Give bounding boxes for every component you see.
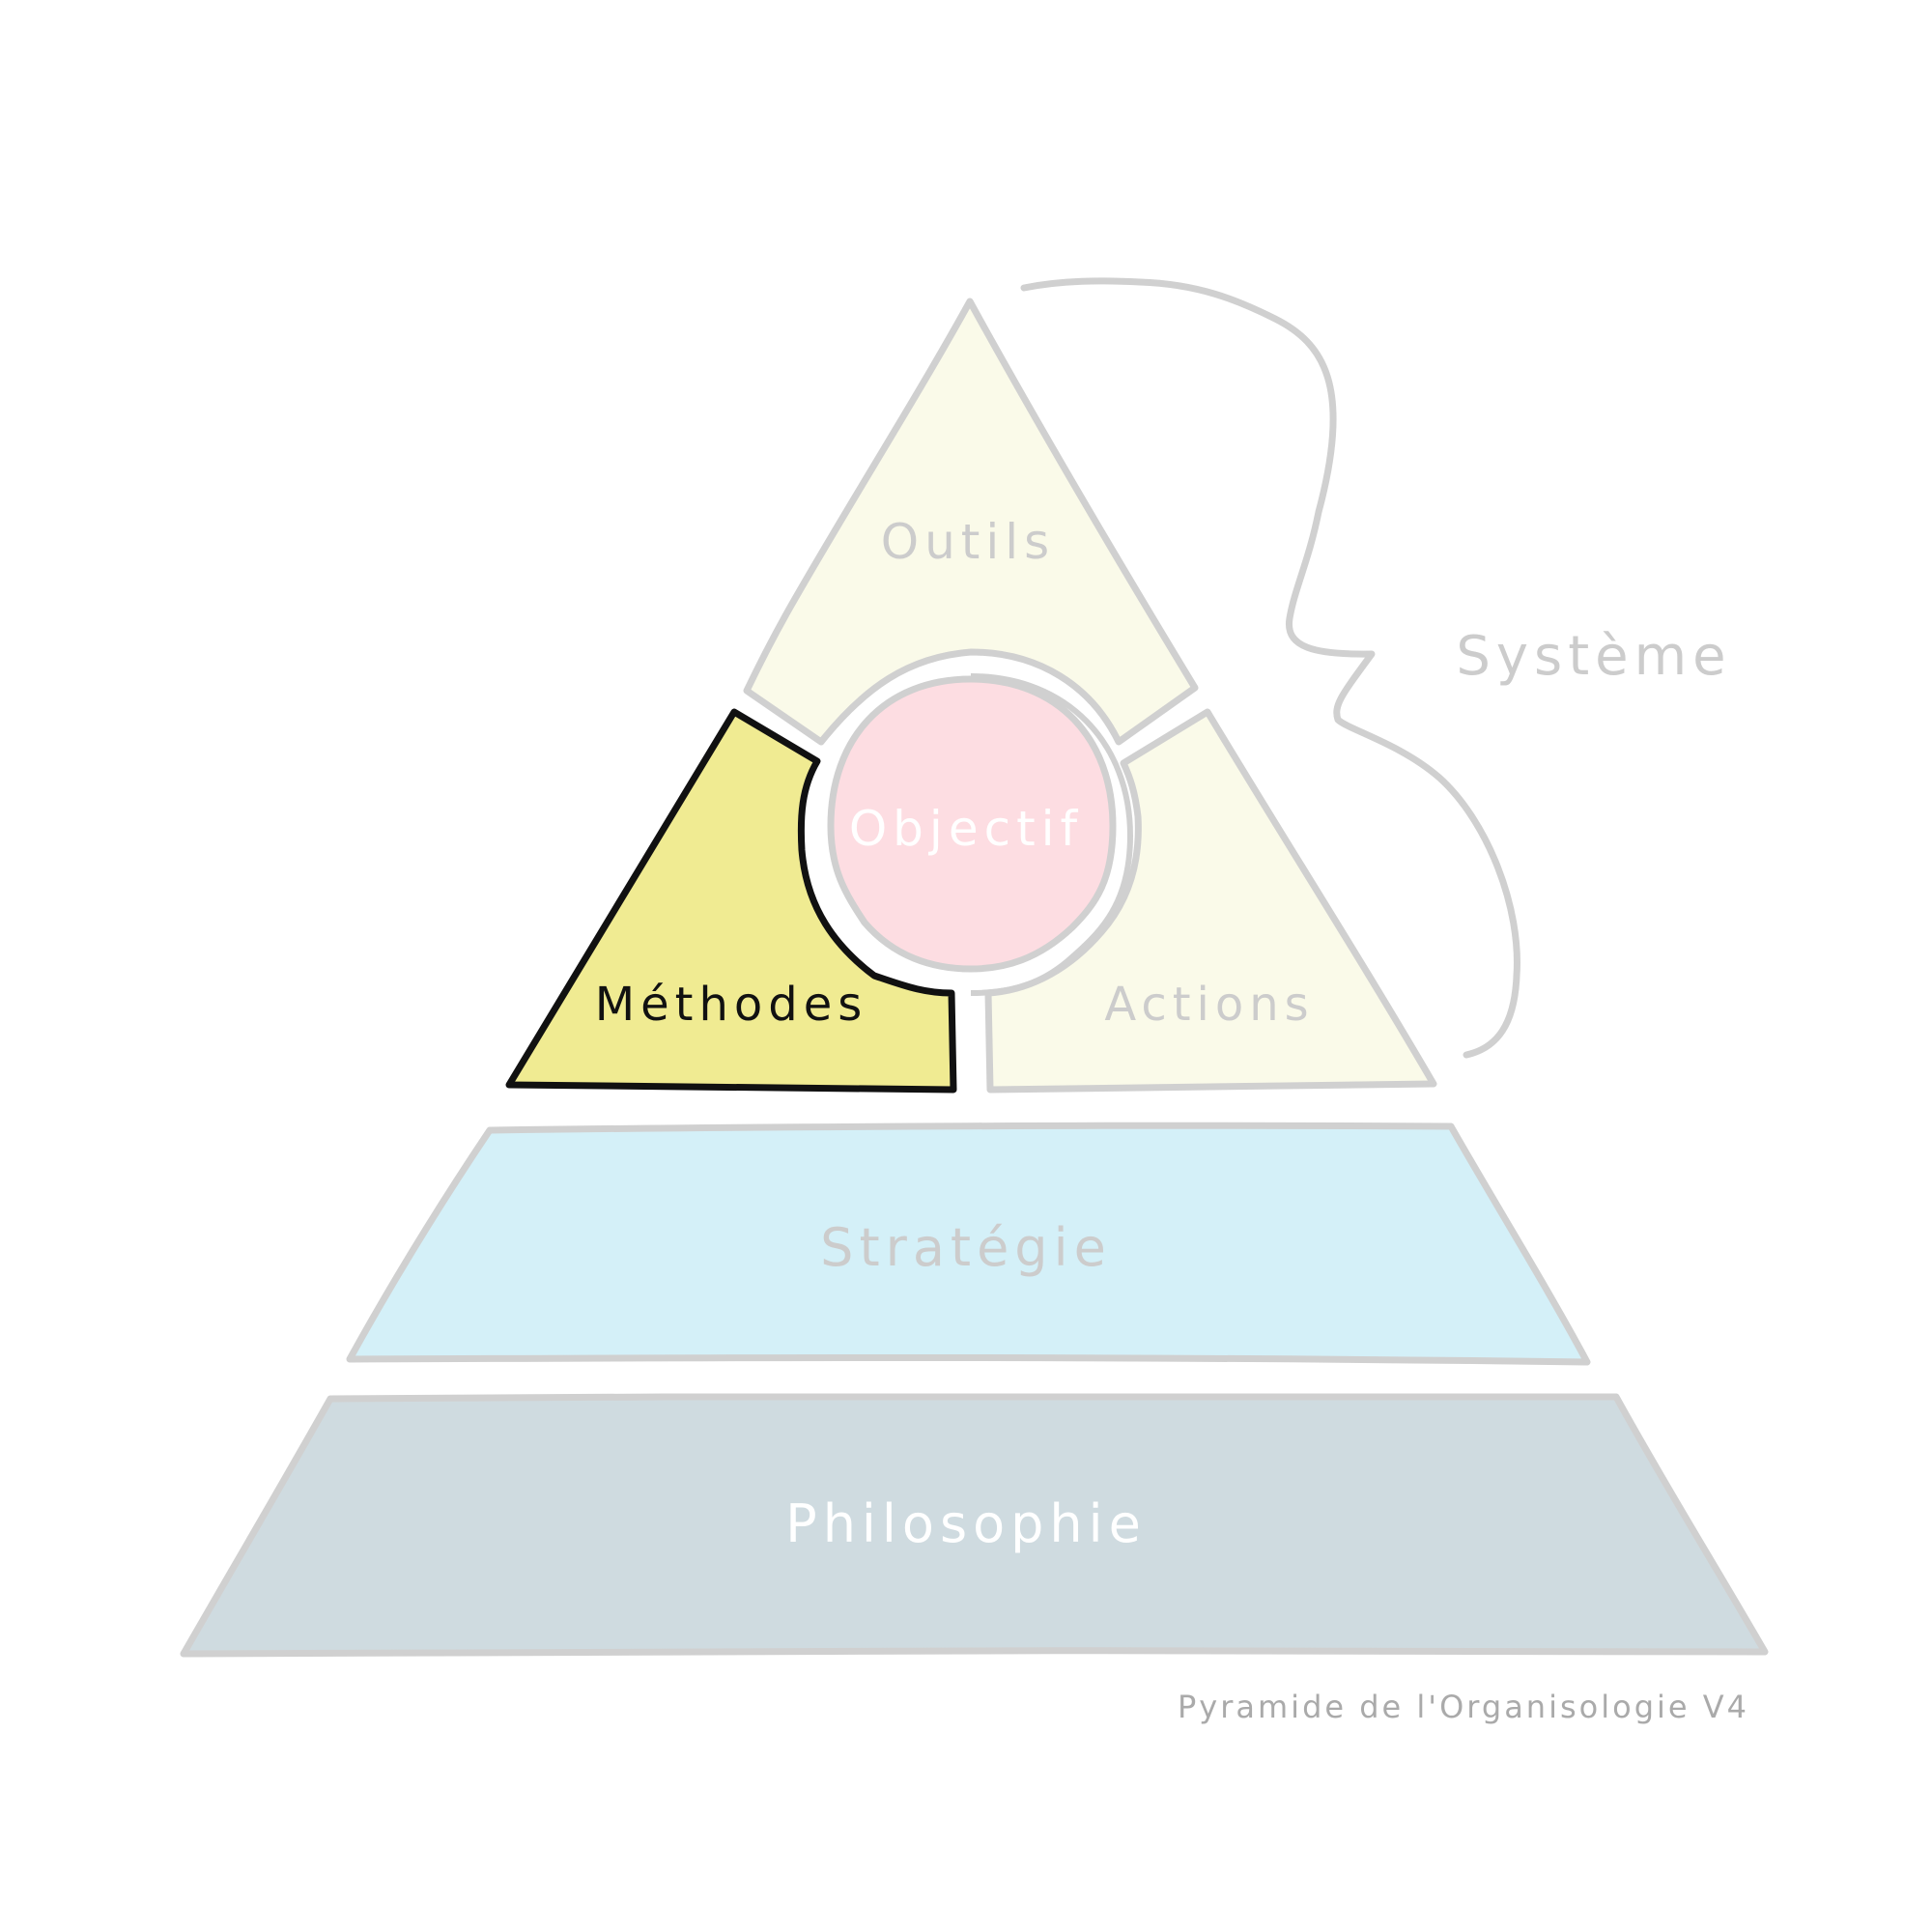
objectif-label: Objectif — [849, 801, 1083, 857]
objectif-circle[interactable] — [827, 675, 1117, 973]
strategie-label: Stratégie — [820, 1217, 1112, 1278]
actions-section[interactable] — [984, 708, 1437, 1094]
methodes-section[interactable] — [505, 708, 957, 1094]
methodes-label: Méthodes — [595, 978, 868, 1032]
actions-label: Actions — [1104, 978, 1314, 1032]
outils-label: Outils — [881, 514, 1055, 570]
systeme-brace — [1020, 277, 1520, 1059]
philosophie-label: Philosophie — [785, 1493, 1147, 1554]
philosophie-layer[interactable] — [180, 1393, 1769, 1658]
systeme-label: Système — [1456, 625, 1731, 688]
outils-section[interactable] — [743, 298, 1199, 746]
strategie-layer[interactable] — [346, 1122, 1591, 1366]
diagram-caption: Pyramide de l'Organisologie V4 — [1178, 1689, 1749, 1725]
